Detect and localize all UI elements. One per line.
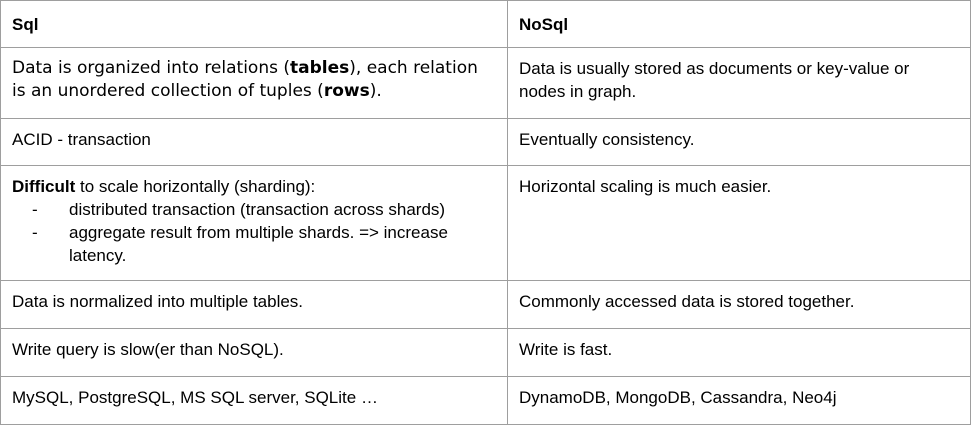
cell-nosql-data-model: Data is usually stored as documents or k… xyxy=(507,47,971,119)
list-item-text: aggregate result from multiple shards. =… xyxy=(69,223,448,265)
list-item-text: distributed transaction (transaction acr… xyxy=(69,200,446,219)
table-row: MySQL, PostgreSQL, MS SQL server, SQLite… xyxy=(0,376,971,425)
cell-sql-write: Write query is slow(er than NoSQL). xyxy=(0,328,508,377)
header-nosql: NoSql xyxy=(507,0,971,48)
cell-text: ), each relation is an unordered collect… xyxy=(12,58,478,101)
cell-sql-scaling: Difficult to scale horizontally (shardin… xyxy=(0,165,508,281)
cell-sql-transaction: ACID - transaction xyxy=(0,118,508,166)
scaling-lead: Difficult to scale horizontally (shardin… xyxy=(12,175,496,198)
table-row: ACID - transaction Eventually consistenc… xyxy=(0,118,971,166)
cell-text: to scale horizontally (sharding): xyxy=(75,177,316,196)
dash-bullet-icon: - xyxy=(32,223,38,242)
table-row: Write query is slow(er than NoSQL). Writ… xyxy=(0,328,971,377)
table-row: Data is organized into relations (tables… xyxy=(0,47,971,119)
header-sql: Sql xyxy=(0,0,508,48)
cell-sql-normalization: Data is normalized into multiple tables. xyxy=(0,280,508,329)
list-item: - aggregate result from multiple shards. … xyxy=(12,221,496,267)
cell-text: ). xyxy=(369,81,382,101)
table-row: Data is normalized into multiple tables.… xyxy=(0,280,971,329)
cell-text: Data is organized into relations ( xyxy=(12,58,290,78)
cell-nosql-scaling: Horizontal scaling is much easier. xyxy=(507,165,971,281)
scaling-bullet-list: - distributed transaction (transaction ac… xyxy=(12,198,496,267)
table-header-row: Sql NoSql xyxy=(0,0,971,48)
cell-bold-text: Difficult xyxy=(12,177,76,196)
cell-sql-data-model: Data is organized into relations (tables… xyxy=(0,47,508,119)
list-item: - distributed transaction (transaction ac… xyxy=(12,198,496,221)
cell-sql-examples: MySQL, PostgreSQL, MS SQL server, SQLite… xyxy=(0,376,508,425)
table-row: Difficult to scale horizontally (shardin… xyxy=(0,165,971,281)
cell-nosql-normalization: Commonly accessed data is stored togethe… xyxy=(507,280,971,329)
cell-bold-text: rows xyxy=(323,81,370,101)
cell-nosql-transaction: Eventually consistency. xyxy=(507,118,971,166)
cell-bold-text: tables xyxy=(290,58,350,78)
dash-bullet-icon: - xyxy=(32,200,38,219)
cell-nosql-examples: DynamoDB, MongoDB, Cassandra, Neo4j xyxy=(507,376,971,425)
cell-nosql-write: Write is fast. xyxy=(507,328,971,377)
